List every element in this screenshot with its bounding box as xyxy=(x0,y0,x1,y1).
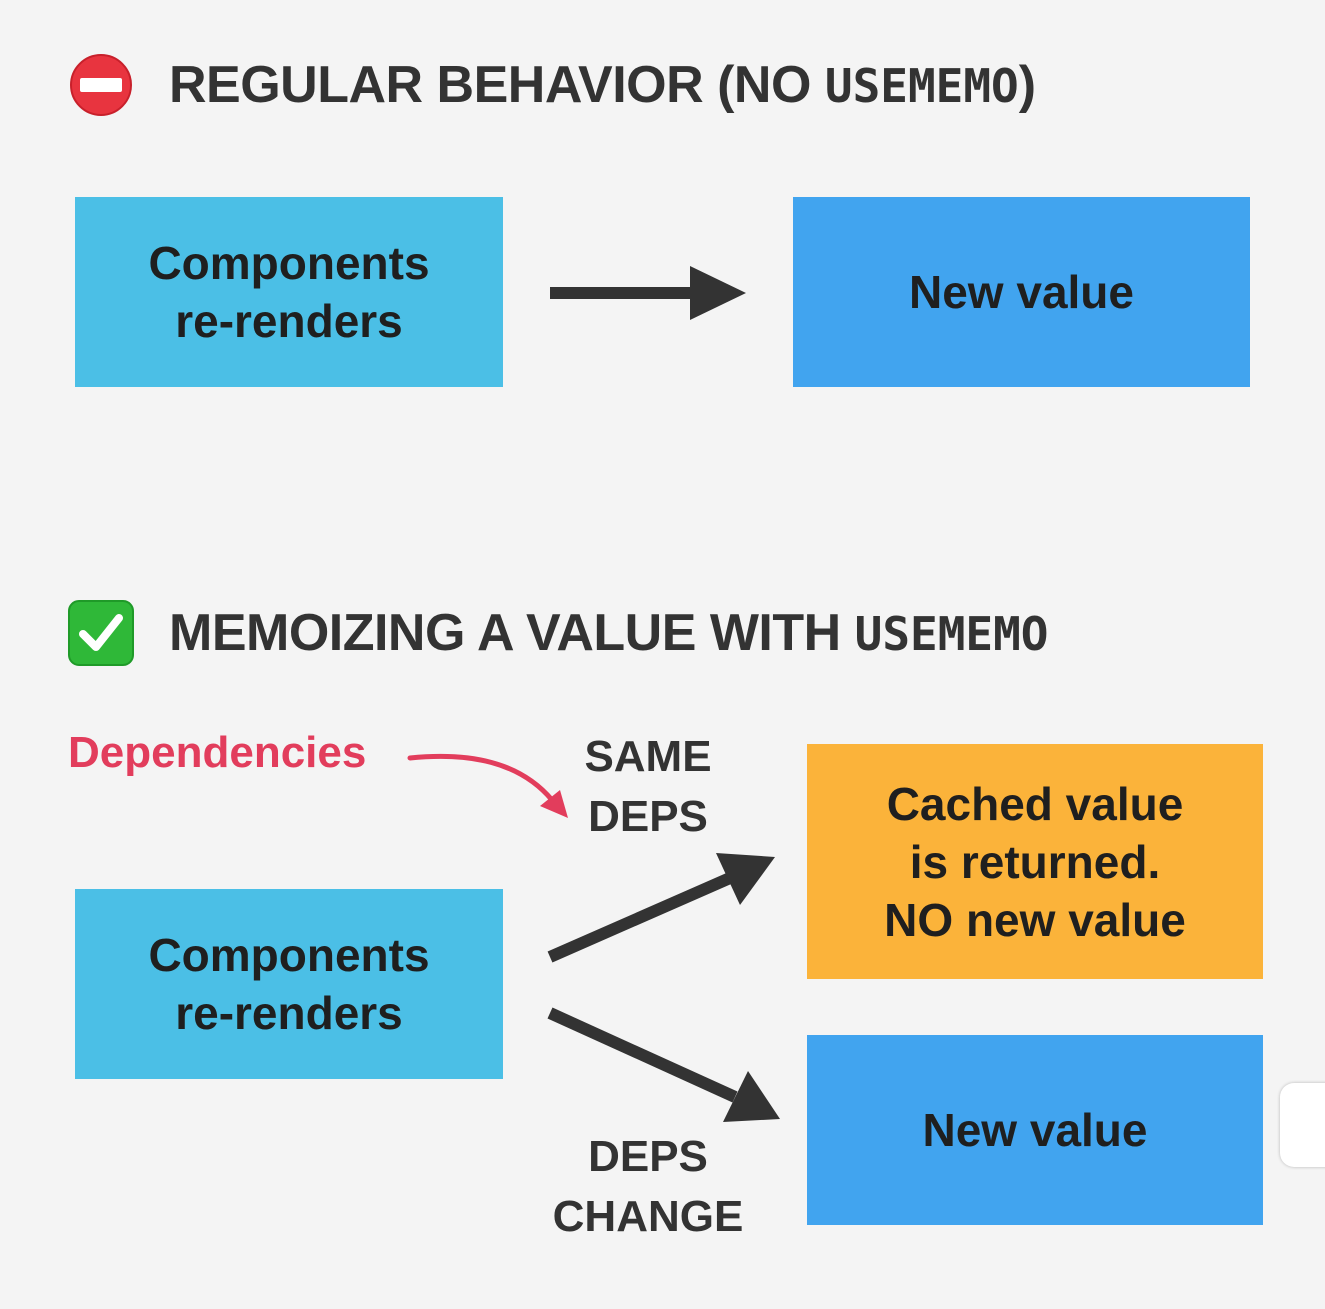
regular-behavior-heading: REGULAR BEHAVIOR (NO USEMEMO) xyxy=(68,50,1036,120)
rerender-to-new-value-arrow xyxy=(550,266,746,320)
same-deps-arrow xyxy=(547,853,775,963)
components-rerenders-box: Components re-renders xyxy=(75,197,503,387)
new-value-box-memo: New value xyxy=(807,1035,1263,1225)
memoizing-title: MEMOIZING A VALUE WITH USEMEMO xyxy=(169,604,1049,662)
dependencies-label: Dependencies xyxy=(68,728,367,777)
check-mark-button-icon xyxy=(68,600,134,666)
deps-change-label: DEPS CHANGE xyxy=(552,1132,744,1241)
same-deps-label: SAME DEPS xyxy=(584,732,712,841)
regular-behavior-title: REGULAR BEHAVIOR (NO USEMEMO) xyxy=(169,56,1036,114)
cached-value-box: Cached value is returned. NO new value xyxy=(807,744,1263,979)
deps-change-arrow xyxy=(547,1007,780,1122)
components-rerenders-box-memo: Components re-renders xyxy=(75,889,503,1079)
dependencies-arrow xyxy=(407,753,568,818)
memoizing-heading: MEMOIZING A VALUE WITH USEMEMO xyxy=(68,598,1049,668)
no-entry-icon xyxy=(70,54,132,116)
side-panel-tab[interactable] xyxy=(1280,1083,1325,1167)
new-value-box: New value xyxy=(793,197,1250,387)
